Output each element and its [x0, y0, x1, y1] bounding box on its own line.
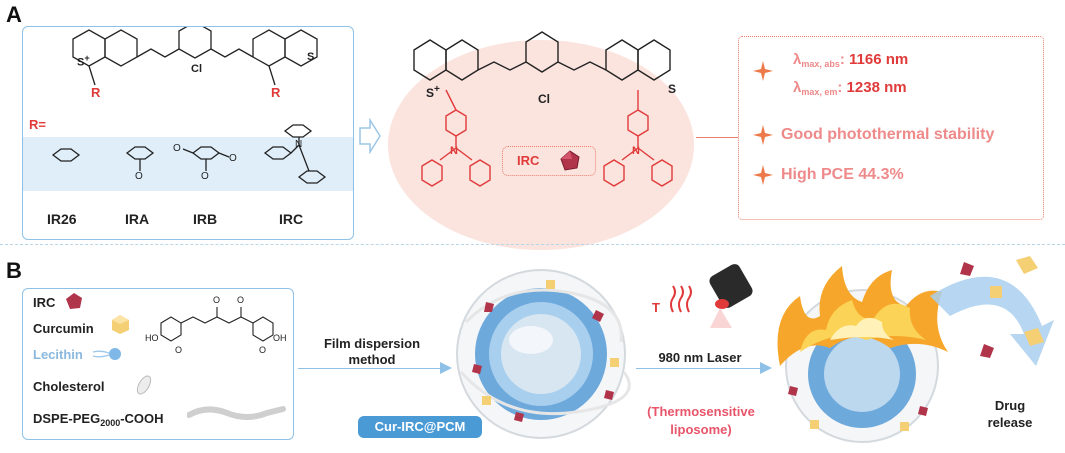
liposome-line-1: (Thermosensitive [647, 404, 755, 419]
drug-release-arrow [930, 256, 1054, 366]
curcumin-ho-left: HO [145, 333, 159, 343]
substituent-box: S+ S Cl R R R= O O O O N IR26 IRA IRB IR… [22, 26, 354, 240]
cholesterol-icon [136, 375, 152, 395]
r-group-right: R [271, 85, 281, 100]
ira-oxygen: O [135, 171, 143, 182]
nanoparticle-label: Cur-IRC@PCM [358, 416, 482, 438]
components-box: IRC Curcumin Lecithin Cholesterol DSPE-P… [22, 288, 294, 440]
properties-box: λmax, abs: 1166 nm λmax, em: 1238 nm Goo… [738, 36, 1044, 220]
sparkle-icon [753, 165, 773, 185]
laser-device-icon [709, 264, 753, 328]
panel-a-label: A [6, 2, 22, 27]
irb-oxygen-2: O [201, 171, 209, 182]
label-ira: IRA [125, 211, 150, 227]
component-irc: IRC [33, 295, 56, 310]
irc-crystal-icon [560, 150, 580, 171]
irc-sulfonium-label: S+ [426, 84, 440, 100]
arrowhead-icon [440, 362, 452, 374]
peg-chain-icon [187, 406, 286, 420]
liposome-illustration [456, 269, 631, 439]
lambda-em: λmax, em: 1238 nm [793, 79, 907, 97]
component-lecithin: Lecithin [33, 347, 83, 362]
label-ir26: IR26 [47, 211, 77, 227]
irc-tag-box: IRC [502, 146, 596, 176]
curcumin-oh-right: OH [273, 333, 287, 343]
connector-line [696, 137, 738, 138]
temperature-label: T [652, 300, 660, 315]
panel-divider [0, 244, 1065, 245]
curcumin-oxygen-2: O [237, 295, 245, 305]
component-cholesterol: Cholesterol [33, 379, 105, 394]
sparkle-icon [753, 125, 773, 145]
irc-chlorine-label: Cl [538, 92, 550, 106]
label-irb: IRB [193, 211, 218, 227]
chlorine-label: Cl [191, 63, 202, 75]
arrowhead-icon [760, 362, 772, 374]
component-curcumin: Curcumin [33, 321, 94, 336]
right-arrow-icon [359, 118, 381, 154]
curcumin-methoxy-right: O [259, 345, 267, 355]
irb-oxygen-1: O [173, 143, 181, 154]
component-dspe-peg: DSPE-PEG2000-COOH [33, 411, 164, 428]
laser-arrow [636, 368, 766, 369]
liposome-line-2: liposome) [670, 422, 732, 437]
panel-b-label: B [6, 258, 22, 283]
r-group-left: R [91, 85, 101, 100]
irc-nitrogen-left: N [450, 145, 458, 157]
irc-nitrogen: N [295, 139, 303, 150]
irc-crystal-icon [66, 293, 82, 309]
curcumin-oxygen-1: O [213, 295, 221, 305]
irc-tag-label: IRC [517, 153, 540, 168]
label-irc: IRC [279, 211, 304, 227]
heat-waves-icon [670, 285, 692, 313]
r-equals-label: R= [29, 117, 46, 132]
sparkle-icon [753, 61, 773, 81]
core-structure-drawing [51, 27, 327, 184]
curcumin-cube-icon [112, 315, 129, 334]
irc-molecule-drawing [413, 31, 673, 187]
film-dispersion-arrow [298, 368, 446, 369]
sulfonium-label: S+ [77, 53, 90, 69]
irb-oxygen-3: O [229, 153, 237, 164]
burning-liposome-illustration [777, 266, 948, 443]
method-line-1: Film dispersion [323, 336, 421, 351]
irc-sulfur-label: S [668, 82, 677, 96]
laser-label: 980 nm Laser [658, 350, 742, 365]
lambda-abs: λmax, abs: 1166 nm [793, 51, 909, 69]
photothermal-stability: Good photothermal stability [781, 126, 995, 143]
curcumin-structure [160, 307, 274, 342]
method-line-2: method [348, 352, 396, 367]
sulfur-label: S [307, 51, 315, 63]
release-line-1: Drug [994, 398, 1026, 413]
curcumin-methoxy-left: O [175, 345, 183, 355]
release-line-2: release [987, 415, 1033, 430]
pce-value: High PCE 44.3% [781, 166, 904, 183]
lecithin-icon [92, 348, 121, 360]
irc-nitrogen-right: N [632, 145, 640, 157]
